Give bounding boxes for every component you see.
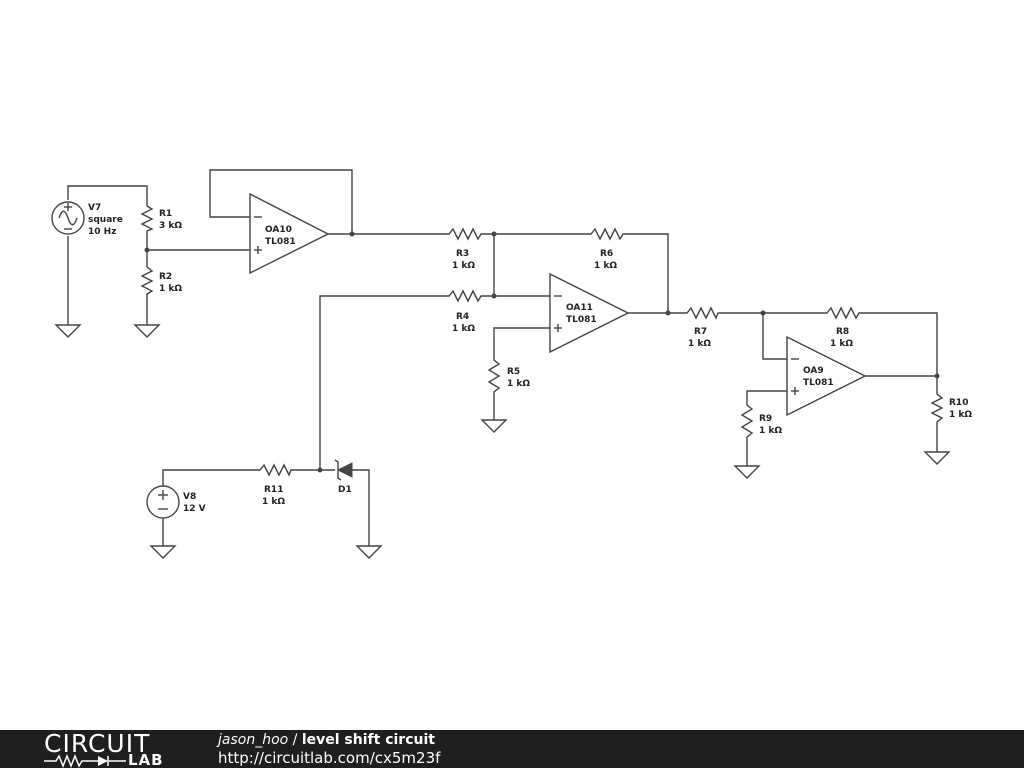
zener-diode-d1: D1 bbox=[334, 459, 353, 495]
voltage-source-v8: V8 12 V bbox=[146, 485, 206, 519]
resistor-r2: R2 1 kΩ bbox=[140, 264, 182, 296]
v7-waveform: square bbox=[88, 215, 123, 225]
resistor-r7: R7 1 kΩ bbox=[684, 306, 720, 349]
footer-bar: CIRCUIT LAB jason_hoo / level shift circ… bbox=[0, 730, 1024, 768]
logo-resistor-diode-icon bbox=[44, 754, 126, 768]
oa11-label: OA11 bbox=[566, 303, 593, 313]
wires bbox=[67, 169, 938, 546]
r6-label: R6 bbox=[600, 249, 613, 259]
r8-value: 1 kΩ bbox=[830, 339, 853, 349]
v8-value: 12 V bbox=[183, 504, 206, 514]
resistor-r5: R5 1 kΩ bbox=[487, 356, 530, 396]
r9-value: 1 kΩ bbox=[759, 426, 782, 436]
r3-value: 1 kΩ bbox=[452, 261, 475, 271]
r5-value: 1 kΩ bbox=[507, 379, 530, 389]
oa9-model: TL081 bbox=[803, 378, 834, 388]
logo-lab-text: LAB bbox=[128, 751, 164, 769]
v7-label: V7 bbox=[88, 203, 101, 213]
d1-label: D1 bbox=[338, 485, 352, 495]
junctions bbox=[144, 231, 940, 473]
resistor-r6: R6 1 kΩ bbox=[587, 227, 626, 271]
v8-label: V8 bbox=[183, 492, 196, 502]
resistor-r9: R9 1 kΩ bbox=[740, 401, 782, 441]
r11-label: R11 bbox=[264, 485, 283, 495]
opamp-oa10: OA10 TL081 bbox=[249, 192, 330, 275]
logo-circuit-text: CIRCUIT bbox=[44, 729, 151, 758]
r7-label: R7 bbox=[694, 327, 707, 337]
circuit-title-line: jason_hoo / level shift circuit bbox=[218, 731, 435, 749]
oa11-model: TL081 bbox=[566, 315, 597, 325]
r10-label: R10 bbox=[949, 398, 968, 408]
ground-symbols bbox=[54, 324, 951, 559]
circuit-url-link[interactable]: http://circuitlab.com/cx5m23f bbox=[218, 749, 441, 767]
v7-frequency: 10 Hz bbox=[88, 227, 116, 237]
voltage-source-v7: V7 square 10 Hz bbox=[51, 201, 123, 237]
r8-label: R8 bbox=[836, 327, 849, 337]
author-link[interactable]: jason_hoo bbox=[218, 732, 289, 748]
r1-value: 3 kΩ bbox=[159, 221, 182, 231]
r10-value: 1 kΩ bbox=[949, 410, 972, 420]
r1-label: R1 bbox=[159, 209, 172, 219]
r4-value: 1 kΩ bbox=[452, 324, 475, 334]
resistor-r1: R1 3 kΩ bbox=[140, 203, 182, 233]
title-separator: / bbox=[288, 732, 302, 748]
resistor-r4: R4 1 kΩ bbox=[445, 289, 484, 334]
oa10-label: OA10 bbox=[265, 225, 292, 235]
circuit-title: level shift circuit bbox=[301, 732, 435, 748]
r4-label: R4 bbox=[456, 312, 469, 322]
oa9-label: OA9 bbox=[803, 366, 824, 376]
resistor-r10: R10 1 kΩ bbox=[930, 391, 972, 425]
resistor-r11: R11 1 kΩ bbox=[257, 463, 292, 507]
r2-value: 1 kΩ bbox=[159, 284, 182, 294]
r11-value: 1 kΩ bbox=[262, 497, 285, 507]
r6-value: 1 kΩ bbox=[594, 261, 617, 271]
resistor-r3: R3 1 kΩ bbox=[445, 227, 484, 271]
r7-value: 1 kΩ bbox=[688, 339, 711, 349]
circuit-schematic: V7 square 10 Hz R1 3 kΩ R2 1 kΩ R5 1 kΩ … bbox=[51, 169, 972, 559]
resistor-r8: R8 1 kΩ bbox=[824, 306, 862, 349]
r9-label: R9 bbox=[759, 414, 772, 424]
opamp-oa11: OA11 TL081 bbox=[549, 272, 630, 354]
r3-label: R3 bbox=[456, 249, 469, 259]
r2-label: R2 bbox=[159, 272, 172, 282]
oa10-model: TL081 bbox=[265, 237, 296, 247]
opamp-oa9: OA9 TL081 bbox=[786, 335, 867, 417]
r5-label: R5 bbox=[507, 367, 520, 377]
